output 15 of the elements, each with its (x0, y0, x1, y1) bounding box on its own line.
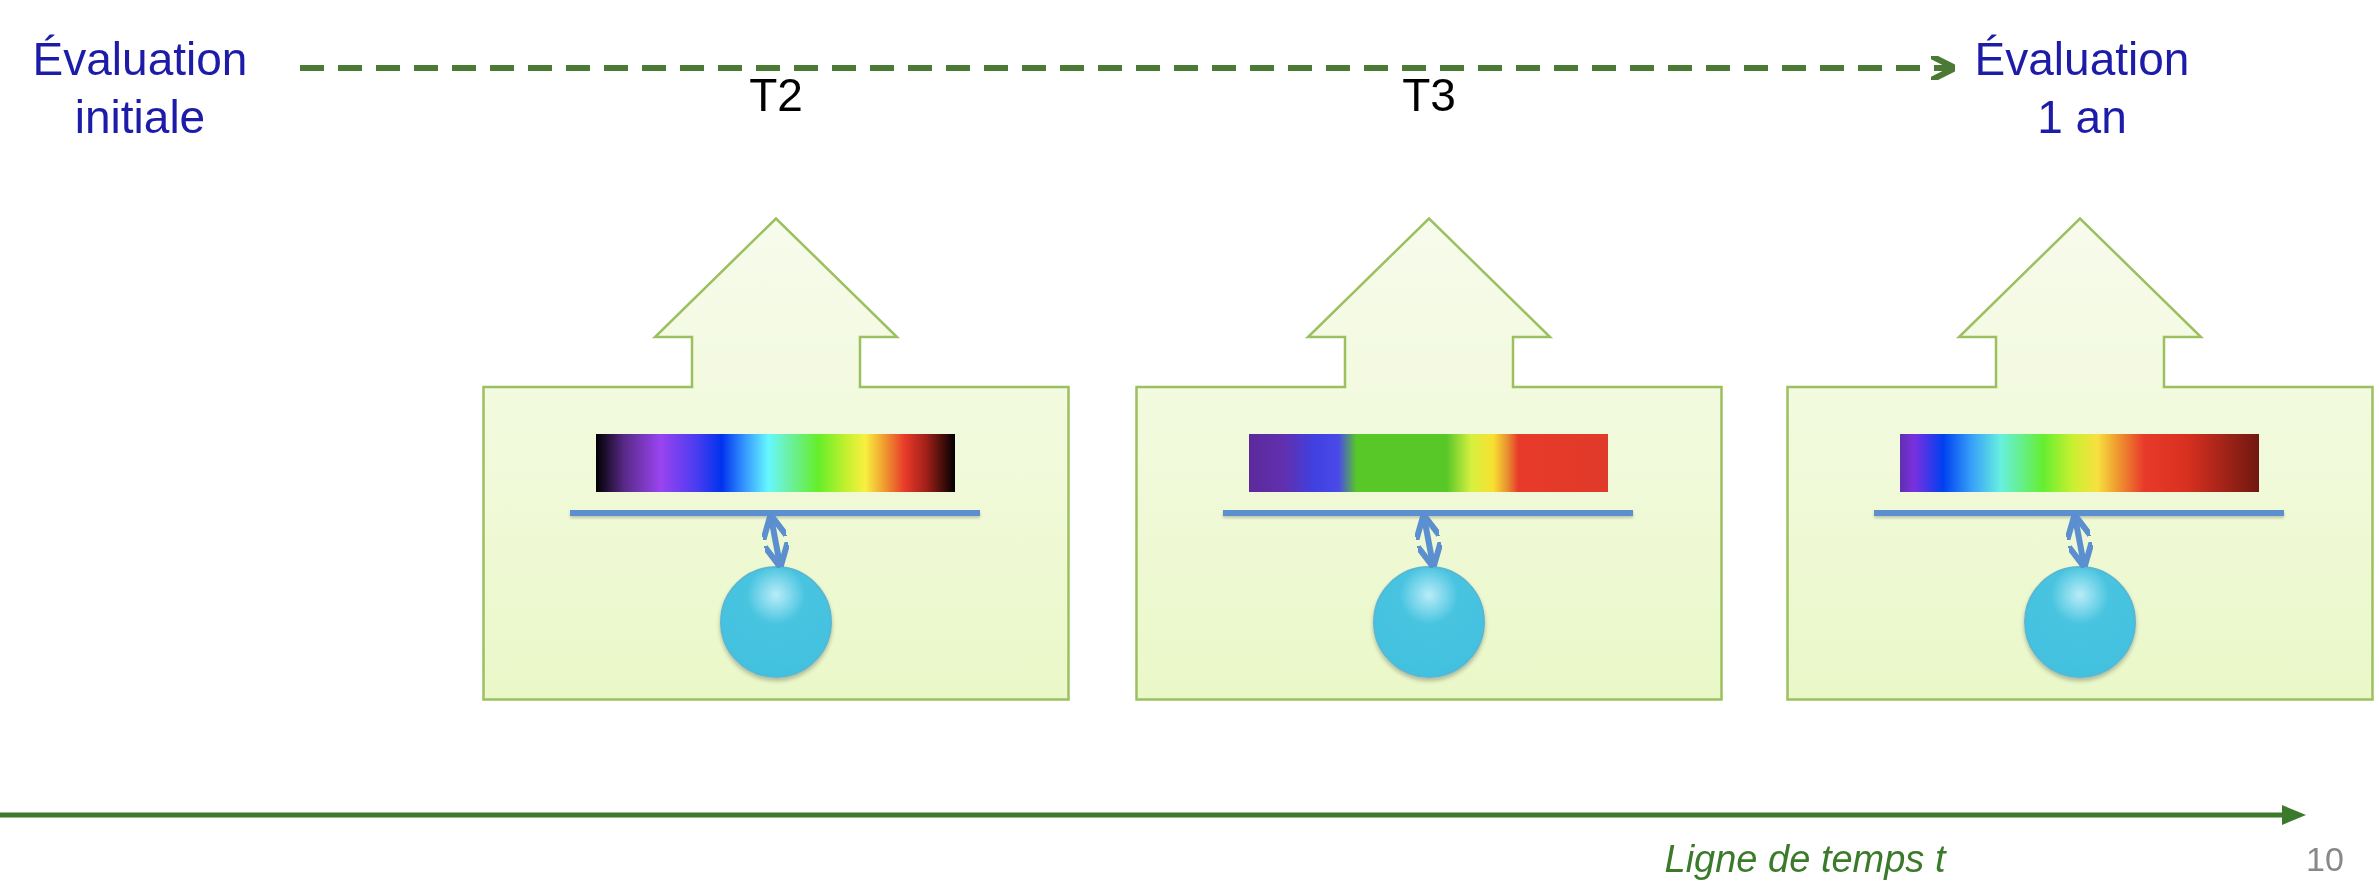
time-point-label: T3 (1401, 68, 1457, 122)
baseline-bar (570, 510, 980, 516)
page-number: 10 (2305, 840, 2345, 879)
time-point-label: T2 (748, 68, 804, 122)
spectrum-bar (1900, 434, 2259, 492)
spectrum-bar (1249, 434, 1608, 492)
spectrum-bar (596, 434, 955, 492)
house-shape (1135, 217, 1723, 701)
house-shape (1786, 217, 2374, 701)
axis-label: Ligne de temps t (1663, 838, 1948, 881)
house-shape (482, 217, 1070, 701)
baseline-bar (1874, 510, 2284, 516)
evaluation-label: Évaluation 1 an (1957, 30, 2207, 150)
evaluation-label: Évaluation initiale (15, 30, 265, 150)
baseline-bar (1223, 510, 1633, 516)
